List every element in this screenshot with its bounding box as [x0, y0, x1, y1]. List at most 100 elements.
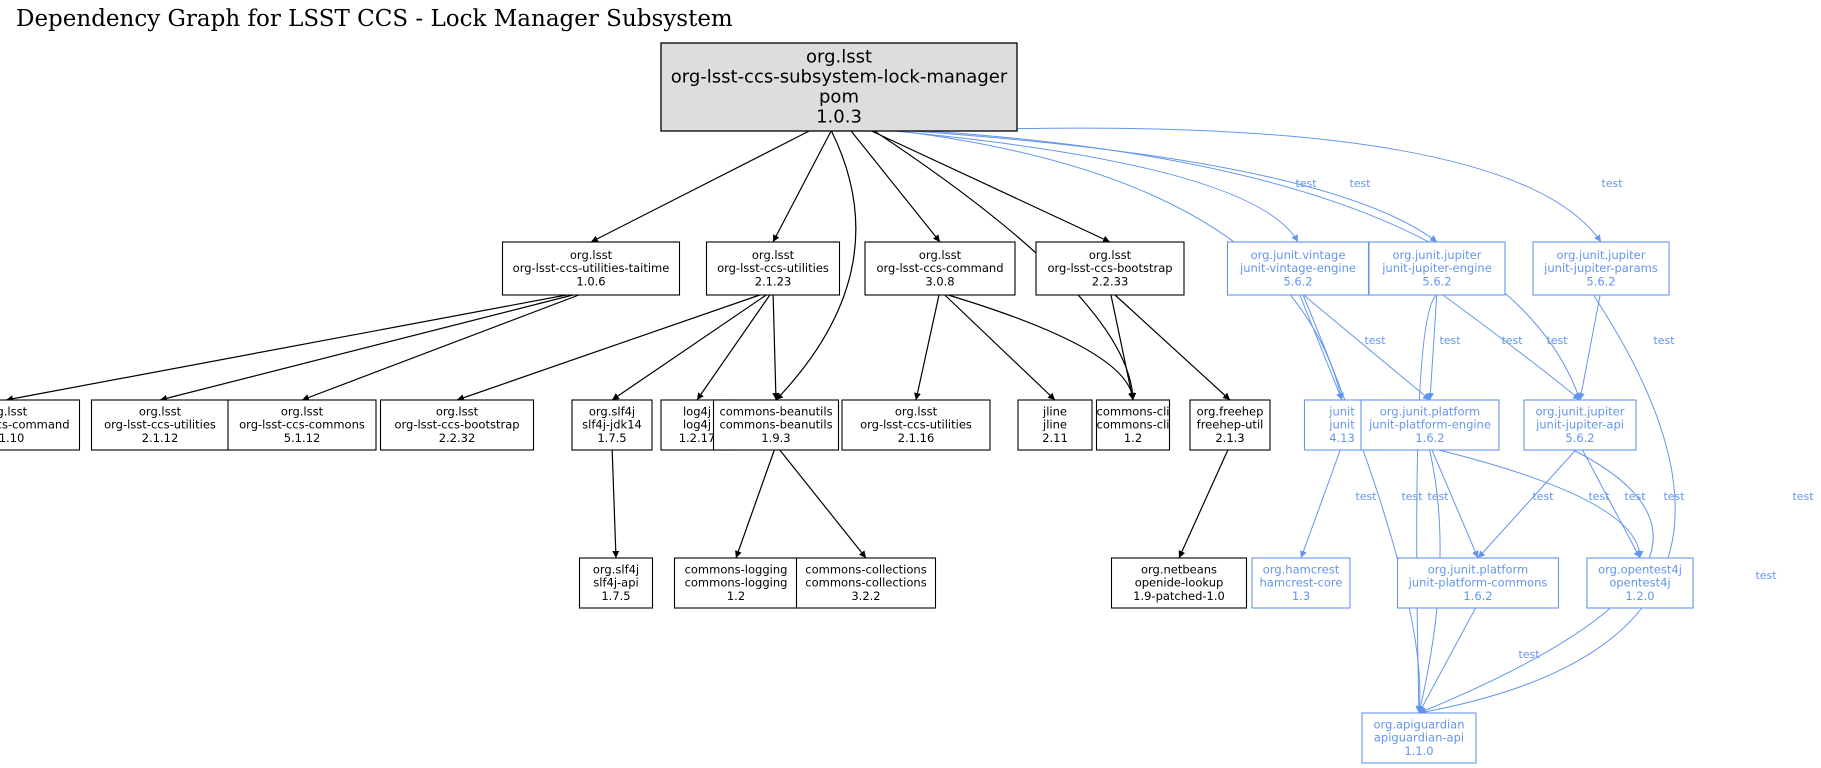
- node-box: [673, 557, 799, 609]
- node-label-line: org-lsst-ccs-commons: [239, 418, 365, 432]
- node-openide[interactable]: org.netbeansopenide-lookup1.9-patched-1.…: [1110, 557, 1248, 609]
- node-label-line: org-lsst-ccs-subsystem-lock-manager: [671, 67, 1008, 88]
- node-box: [1035, 241, 1185, 296]
- edge-cmd308-to-util2116: [914, 294, 940, 401]
- node-box: [1095, 399, 1171, 451]
- node-label-line: 3.2.2: [851, 589, 880, 603]
- node-label-line: org.slf4j: [593, 562, 639, 576]
- node-box: [1360, 399, 1500, 451]
- node-label-line: 1.1.0: [1404, 744, 1433, 758]
- edge-platengine-to-opentest4j: [1438, 449, 1644, 559]
- edge-boot2233-to-cli: [1110, 294, 1135, 401]
- edge-jupengine-to-platengine: [1426, 294, 1438, 401]
- node-box: [1017, 399, 1093, 451]
- node-label-line: 1.0.3: [816, 107, 862, 128]
- node-label-line: 2.1.16: [898, 431, 935, 445]
- node-platengine[interactable]: org.junit.platformjunit-platform-engine1…: [1360, 399, 1500, 451]
- node-label-line: 5.6.2: [1283, 274, 1312, 288]
- node-label-line: junit-platform-commons: [1408, 576, 1548, 590]
- node-box: [795, 557, 937, 609]
- node-label-line: org.apiguardian: [1373, 717, 1464, 731]
- node-label-line: log4j: [683, 418, 711, 432]
- edge-label: test: [1501, 334, 1523, 347]
- edge-root-to-jupapi: [927, 130, 1581, 401]
- node-box: [578, 557, 654, 609]
- node-box: [379, 399, 535, 451]
- node-box: [1226, 241, 1370, 296]
- node-label-line: 1.9-patched-1.0: [1133, 589, 1225, 603]
- node-label-line: 1.6.2: [1463, 589, 1492, 603]
- edge-vintage-to-junit: [1299, 294, 1343, 401]
- node-platcommons[interactable]: org.junit.platformjunit-platform-commons…: [1396, 557, 1560, 609]
- node-label-line: 1.2.17: [679, 431, 716, 445]
- node-label-line: 2.1.10: [0, 431, 24, 445]
- node-box: [1189, 399, 1271, 451]
- node-jupparams[interactable]: org.junit.jupiterjunit-jupiter-params5.6…: [1532, 241, 1670, 296]
- node-box: [1110, 557, 1248, 609]
- edge-label: test: [1546, 334, 1568, 347]
- graph-title: Dependency Graph for LSST CCS - Lock Man…: [16, 6, 733, 32]
- node-label-line: junit-vintage-engine: [1239, 261, 1356, 275]
- node-label-line: 1.2.0: [1625, 589, 1654, 603]
- node-label-line: org.lsst: [895, 404, 938, 418]
- node-label-line: org.junit.platform: [1428, 562, 1529, 576]
- edge-util2123-to-beanutils: [772, 294, 780, 401]
- node-vintage[interactable]: org.junit.vintagejunit-vintage-engine5.6…: [1226, 241, 1370, 296]
- edge-root-to-vintage: [894, 130, 1299, 243]
- node-box: [1523, 399, 1637, 451]
- node-label-line: commons-logging: [685, 562, 788, 576]
- node-label-line: org.lsst: [0, 404, 28, 418]
- edge-cmd308-to-cli: [947, 294, 1137, 401]
- node-label-line: junit-jupiter-engine: [1381, 261, 1492, 275]
- edge-jupengine-to-apiguardian: [1415, 294, 1437, 714]
- node-label-line: org.lsst: [806, 47, 872, 68]
- edge-root-to-jupengine: [910, 130, 1438, 243]
- node-label-line: openide-lookup: [1135, 576, 1224, 590]
- edge-label: test: [1349, 177, 1371, 190]
- edge-root-to-beanutils: [775, 130, 857, 401]
- node-collections[interactable]: commons-collectionscommons-collections3.…: [795, 557, 937, 609]
- node-box: [1532, 241, 1670, 296]
- node-root[interactable]: org.lsstorg-lsst-ccs-subsystem-lock-mana…: [660, 42, 1018, 132]
- node-label-line: org.lsst: [1089, 248, 1132, 262]
- node-label-line: junit: [1328, 418, 1355, 432]
- node-label-line: junit-jupiter-api: [1535, 418, 1624, 432]
- node-label-line: 3.0.8: [925, 274, 954, 288]
- node-label-line: org-lsst-ccs-utilities: [717, 261, 829, 275]
- edge-label: test: [1663, 490, 1685, 503]
- node-label-line: commons-cli: [1097, 404, 1170, 418]
- edge-label: test: [1355, 490, 1377, 503]
- node-label-line: log4j: [683, 404, 711, 418]
- node-label-line: 2.1.23: [755, 274, 792, 288]
- edge-root-to-boot2233: [871, 130, 1111, 243]
- node-box: [1396, 557, 1560, 609]
- edge-root-to-junit: [899, 130, 1344, 401]
- node-label-line: jline: [1042, 418, 1067, 432]
- edge-label: test: [1601, 177, 1623, 190]
- node-jupengine[interactable]: org.junit.jupiterjunit-jupiter-engine5.6…: [1368, 241, 1506, 296]
- node-label-line: 1.7.5: [597, 431, 626, 445]
- edge-root-to-util2123: [772, 130, 832, 243]
- node-label-line: org.freehep: [1197, 404, 1264, 418]
- node-taitime[interactable]: org.lsstorg-lsst-ccs-utilities-taitime1.…: [501, 241, 681, 296]
